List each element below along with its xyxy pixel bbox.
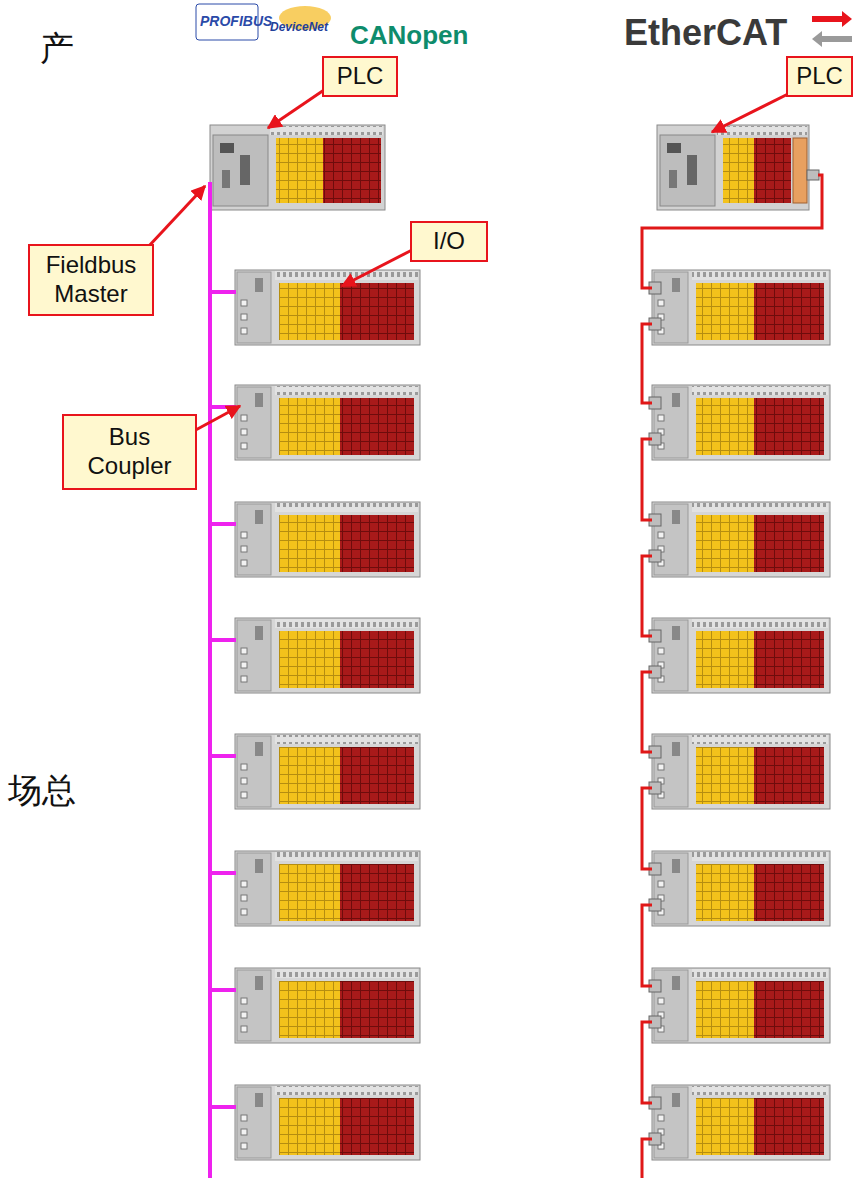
- callout-box: PLC: [322, 56, 398, 97]
- bus-stub: [210, 405, 236, 409]
- io-module: [235, 618, 420, 693]
- page-text: 场总: [8, 768, 76, 814]
- canopen-logo: CANopen: [350, 20, 468, 51]
- ethercat-logo-arrow: [812, 11, 852, 27]
- leader-arrow: [148, 186, 205, 247]
- io-module: [235, 851, 420, 926]
- io-module: [235, 968, 420, 1043]
- profibus-logo: PROFIBUS: [200, 13, 272, 29]
- ethercat-logo-arrow: [812, 31, 852, 47]
- io-module: [235, 502, 420, 577]
- callout-text: PLC: [337, 62, 384, 91]
- io-module: [235, 734, 420, 809]
- ethercat-logo: EtherCAT: [624, 12, 787, 54]
- devicenet-logo: DeviceNet: [270, 20, 328, 34]
- ethercat-cable: [642, 324, 652, 403]
- ethercat-cable: [642, 672, 652, 752]
- ethercat-cable: [642, 788, 652, 869]
- plc-rack: [210, 125, 385, 210]
- fieldbus-line: [208, 182, 212, 1178]
- callout-text: Fieldbus Master: [38, 251, 144, 309]
- callout-box: Fieldbus Master: [28, 244, 154, 316]
- bus-stub: [210, 988, 236, 992]
- callout-text: I/O: [433, 227, 465, 256]
- callout-box: Bus Coupler: [62, 414, 197, 490]
- page-text: 产: [40, 26, 74, 72]
- leader-arrow: [342, 250, 412, 286]
- ethercat-cable: [642, 439, 652, 520]
- bus-stub: [210, 871, 236, 875]
- io-module: [235, 270, 420, 345]
- bus-stub: [210, 754, 236, 758]
- ethercat-cable: [642, 556, 652, 636]
- callout-text: PLC: [796, 62, 843, 91]
- leader-arrow: [192, 406, 240, 432]
- ethercat-cable: [642, 175, 822, 288]
- bus-stub: [210, 290, 236, 294]
- io-module: [649, 851, 830, 926]
- io-module: [649, 734, 830, 809]
- io-module: [649, 270, 830, 345]
- bus-stub: [210, 522, 236, 526]
- plc-rack: [657, 125, 819, 210]
- ethercat-cable: [642, 1022, 652, 1103]
- leader-arrow: [712, 92, 792, 132]
- callout-text: Bus Coupler: [72, 423, 187, 481]
- ethercat-cable: [642, 905, 652, 986]
- callout-box: I/O: [410, 221, 488, 262]
- io-module: [649, 502, 830, 577]
- bus-stub: [210, 638, 236, 642]
- ethercat-cable: [642, 1139, 652, 1178]
- io-module: [649, 385, 830, 460]
- leader-arrow: [268, 90, 324, 128]
- io-module: [649, 968, 830, 1043]
- io-module: [235, 385, 420, 460]
- io-module: [649, 1085, 830, 1160]
- io-module: [649, 618, 830, 693]
- bus-stub: [210, 1105, 236, 1109]
- io-module: [235, 1085, 420, 1160]
- callout-box: PLC: [786, 56, 853, 97]
